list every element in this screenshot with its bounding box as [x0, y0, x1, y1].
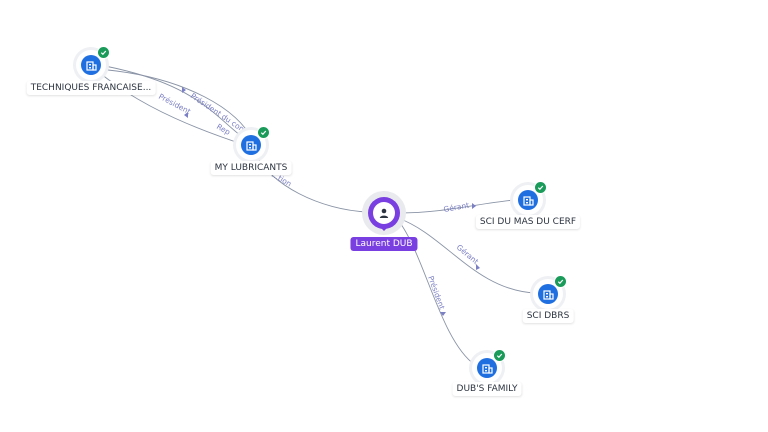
verified-check-icon: [257, 126, 270, 139]
edge-mylub-techniques-1: [104, 65, 251, 144]
edge-person-scidumas: [397, 199, 516, 214]
node-label: MY LUBRICANTS: [210, 161, 292, 175]
person-label: Laurent DUB: [350, 237, 418, 251]
edge-person-dubs: [397, 219, 476, 366]
node-label: SCI DBRS: [522, 309, 574, 323]
edge-mylub-techniques-2: [107, 69, 253, 141]
edge-label: Gérant: [443, 201, 470, 214]
person-icon: [373, 202, 395, 224]
building-icon: [241, 135, 261, 155]
edge-arrow: [472, 203, 476, 209]
edge-label: Président: [426, 275, 446, 311]
person-pin: [368, 197, 400, 229]
node-label: SCI DU MAS DU CERF: [475, 215, 581, 229]
node-circle: [472, 349, 506, 383]
building-icon: [538, 284, 558, 304]
edge-arrow: [184, 112, 188, 118]
edge-arrow: [476, 264, 480, 270]
building-icon: [477, 358, 497, 378]
verified-check-icon: [493, 349, 506, 362]
node-label: TECHNIQUES FRANCAISE...: [26, 81, 156, 95]
node-circle: [76, 46, 110, 80]
node-circle: [533, 275, 567, 309]
verified-check-icon: [554, 275, 567, 288]
edge-arrow: [440, 312, 446, 316]
edge-label: Gérant: [455, 243, 481, 267]
verified-check-icon: [97, 46, 110, 59]
building-icon: [518, 190, 538, 210]
building-icon: [81, 55, 101, 75]
node-circle: [513, 181, 547, 215]
verified-check-icon: [534, 181, 547, 194]
edge-arrow: [182, 87, 186, 93]
node-circle: [236, 126, 270, 160]
node-label: DUB'S FAMILY: [452, 382, 522, 396]
edge-person-scidbrs: [397, 217, 536, 294]
